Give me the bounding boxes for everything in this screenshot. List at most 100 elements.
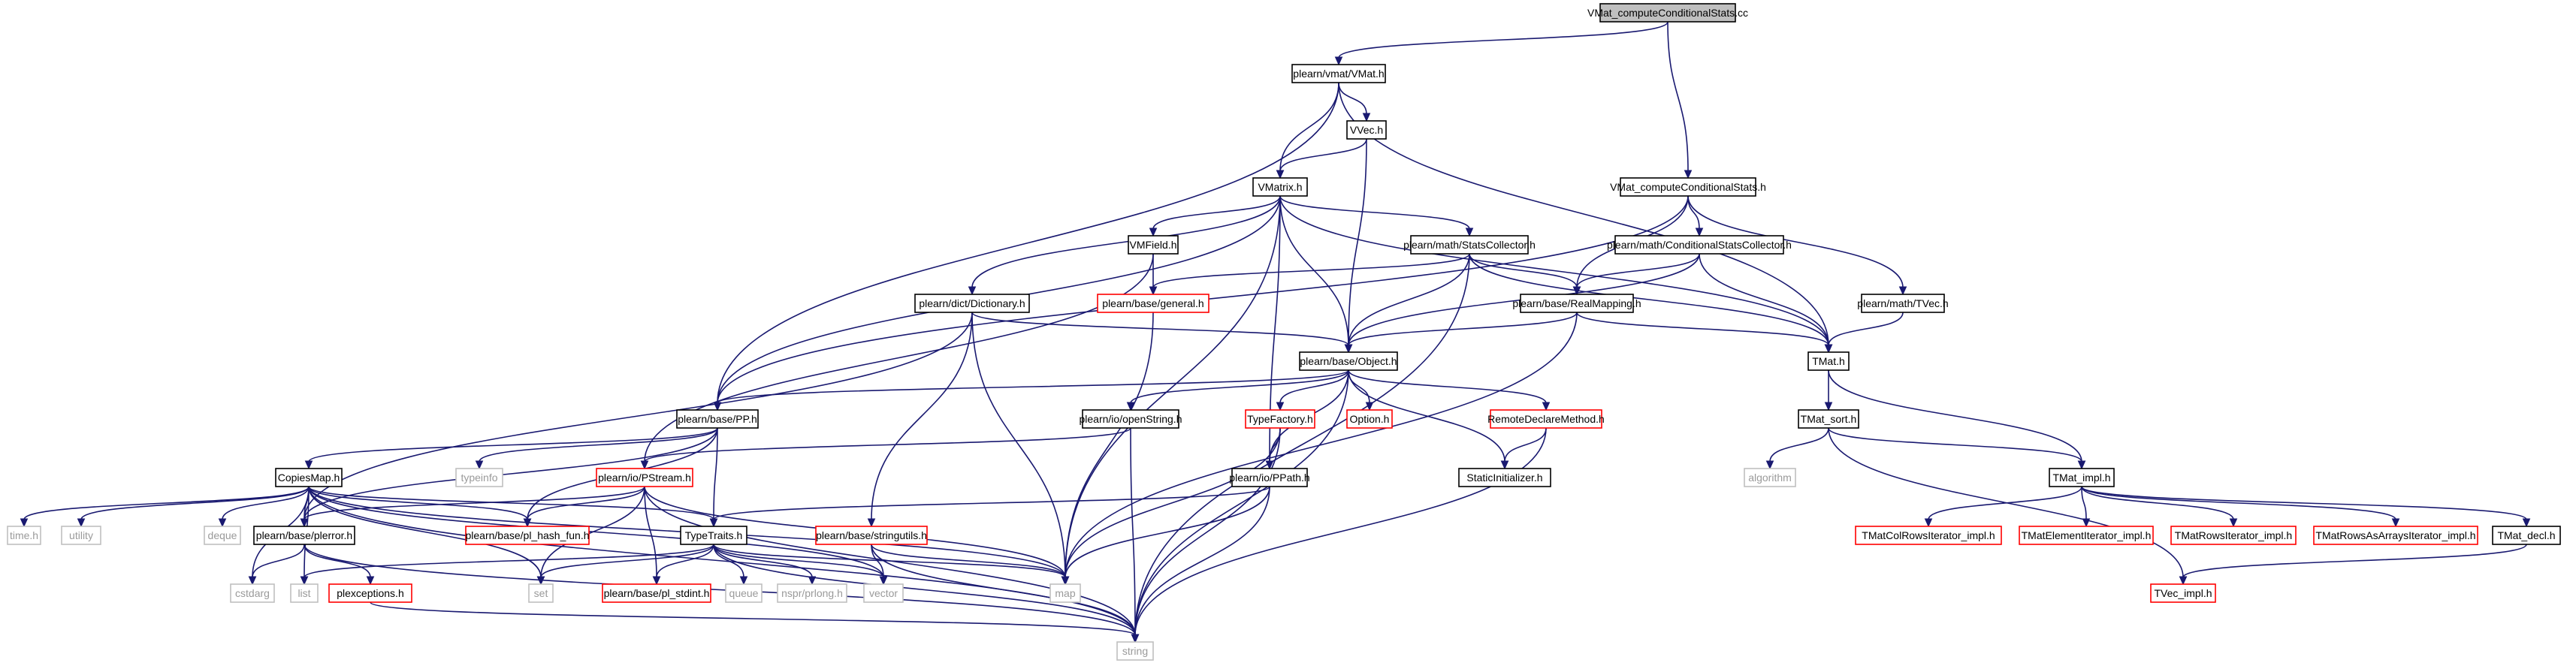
node-box <box>1049 583 1081 603</box>
edge-line <box>971 312 1066 578</box>
node-vector[interactable]: vector <box>863 583 904 603</box>
edge-line <box>1279 195 1470 230</box>
node-box <box>1855 526 2002 545</box>
node-copiesmap-h[interactable]: CopiesMap.h <box>275 468 343 487</box>
nodes: VMat_computeConditionalStats.cc plearn/vm… <box>7 3 2561 661</box>
node-tmatrowsarr-h[interactable]: TMatRowsAsArraysIterator_impl.h <box>2313 526 2478 545</box>
arrowhead <box>2077 460 2086 470</box>
edge-line <box>1152 195 1281 230</box>
node-box <box>1599 3 1736 23</box>
edge-line <box>370 601 1136 636</box>
edge-pp_h-to-typeinfo <box>475 427 718 470</box>
node-queue[interactable]: queue <box>725 583 763 603</box>
edge-line <box>713 544 884 578</box>
node-time-h[interactable]: time.h <box>7 526 41 545</box>
arrowhead <box>879 576 888 586</box>
edge-line <box>1667 21 1689 172</box>
node-vmfield-h[interactable]: VMField.h <box>1128 235 1179 255</box>
edge-vmatrix_h-to-statscollector_h <box>1279 195 1474 237</box>
node-object-h[interactable]: plearn/base/Object.h <box>1299 351 1398 371</box>
node-box <box>863 583 904 603</box>
node-root[interactable]: VMat_computeConditionalStats.cc <box>1587 3 1748 23</box>
node-box <box>465 526 590 545</box>
node-box <box>1291 64 1386 83</box>
node-tvec-h[interactable]: plearn/math/TVec.h <box>1857 294 1949 313</box>
node-algorithm[interactable]: algorithm <box>1744 468 1796 487</box>
node-tvec-impl-h[interactable]: TVec_impl.h <box>2150 583 2216 603</box>
node-dictionary-h[interactable]: plearn/dict/Dictionary.h <box>914 294 1030 313</box>
node-option-h[interactable]: Option.h <box>1346 409 1393 429</box>
arrowhead <box>304 460 313 470</box>
node-pl-stdint-h[interactable]: plearn/base/pl_stdint.h <box>602 583 711 603</box>
node-ppath-h[interactable]: plearn/io/PPath.h <box>1229 468 1310 487</box>
node-stringutils-h[interactable]: plearn/base/stringutils.h <box>815 526 928 545</box>
edge-tmat_impl_h-to-tmat_decl_h <box>2081 486 2531 528</box>
node-remotedeclare-h[interactable]: RemoteDeclareMethod.h <box>1487 409 1605 429</box>
node-tmatelem-h[interactable]: TMatElementIterator_impl.h <box>2019 526 2154 545</box>
edge-line <box>1769 427 1829 463</box>
node-label: plearn/io/PStream.h <box>598 472 691 484</box>
node-statscollector-h[interactable]: plearn/math/StatsCollector.h <box>1403 235 1536 255</box>
edge-line <box>1348 369 1370 404</box>
edge-pp_h-to-typetraits_h <box>709 427 718 528</box>
edge-line <box>1065 486 1270 578</box>
node-set[interactable]: set <box>528 583 554 603</box>
node-pl-hash-fun-h[interactable]: plearn/base/pl_hash_fun.h <box>465 526 590 545</box>
node-plerror-h[interactable]: plearn/base/plerror.h <box>253 526 355 545</box>
node-cstdarg[interactable]: cstdarg <box>230 583 275 603</box>
edge-vmatrix_h-to-tmat_h <box>1279 195 1833 354</box>
node-map[interactable]: map <box>1049 583 1081 603</box>
arrowhead <box>808 576 817 586</box>
edge-line <box>1576 312 1829 346</box>
node-openstring-h[interactable]: plearn/io/openString.h <box>1080 409 1182 429</box>
node-vmat-h[interactable]: plearn/vmat/VMat.h <box>1291 64 1386 83</box>
edge-dictionary_h-to-map <box>971 312 1070 586</box>
node-prlong-h[interactable]: nspr/prlong.h <box>777 583 847 603</box>
arrowhead <box>1276 170 1285 179</box>
edge-line <box>1576 253 1700 288</box>
node-tmatrows-h[interactable]: TMatRowsIterator_impl.h <box>2170 526 2297 545</box>
node-typefactory-h[interactable]: TypeFactory.h <box>1245 409 1315 429</box>
node-list[interactable]: list <box>290 583 319 603</box>
arrowhead <box>1465 228 1474 237</box>
edge-line <box>1134 486 1270 636</box>
node-tmat-decl-h[interactable]: TMat_decl.h <box>2492 526 2561 545</box>
node-label: plearn/base/Object.h <box>1300 355 1397 367</box>
node-general-h[interactable]: plearn/base/general.h <box>1097 294 1209 313</box>
node-string[interactable]: string <box>1116 641 1154 661</box>
node-realmapping-h[interactable]: plearn/base/RealMapping.h <box>1512 294 1641 313</box>
node-pstream-h[interactable]: plearn/io/PStream.h <box>596 468 693 487</box>
node-utility[interactable]: utility <box>61 526 101 545</box>
node-vmat-ccs-h[interactable]: VMat_computeConditionalStats.h <box>1610 177 1766 197</box>
edge-line <box>717 369 1349 404</box>
arrowhead <box>1824 402 1833 411</box>
edge-plerror_h-to-cstdarg <box>248 544 305 586</box>
edge-line <box>304 544 1136 636</box>
node-tmatcol-h[interactable]: TMatColRowsIterator_impl.h <box>1855 526 2002 545</box>
node-staticinit-h[interactable]: StaticInitializer.h <box>1458 468 1551 487</box>
node-condstats-h[interactable]: plearn/math/ConditionalStatsCollector.h <box>1607 235 1792 255</box>
edge-vmat_ccs_h-to-condstats_h <box>1687 195 1704 237</box>
node-tmat-h[interactable]: TMat.h <box>1807 351 1850 371</box>
node-tmat-impl-h[interactable]: TMat_impl.h <box>2049 468 2115 487</box>
node-label: plearn/base/plerror.h <box>256 529 352 541</box>
node-deque[interactable]: deque <box>204 526 241 545</box>
edge-line <box>1130 427 1136 636</box>
node-box <box>1097 294 1209 313</box>
node-typeinfo[interactable]: typeinfo <box>455 468 503 487</box>
edge-line <box>971 195 1281 288</box>
edge-tmat_impl_h-to-tmatrowsarr_h <box>2081 486 2400 528</box>
node-typetraits-h[interactable]: TypeTraits.h <box>680 526 747 545</box>
edge-line <box>308 486 1136 636</box>
node-label: typeinfo <box>461 472 497 484</box>
node-box <box>2150 583 2216 603</box>
node-vvec-h[interactable]: VVec.h <box>1346 120 1387 140</box>
node-pp-h[interactable]: plearn/base/PP.h <box>676 409 759 429</box>
edge-tmat_impl_h-to-tmatcol_h <box>1924 486 2082 528</box>
node-vmatrix-h[interactable]: VMatrix.h <box>1252 177 1308 197</box>
node-box <box>1346 409 1393 429</box>
edge-line <box>1134 427 1281 636</box>
node-tmat-sort-h[interactable]: TMat_sort.h <box>1798 409 1859 429</box>
edge-line <box>1279 82 1339 172</box>
node-plexceptions-h[interactable]: plexceptions.h <box>328 583 412 603</box>
